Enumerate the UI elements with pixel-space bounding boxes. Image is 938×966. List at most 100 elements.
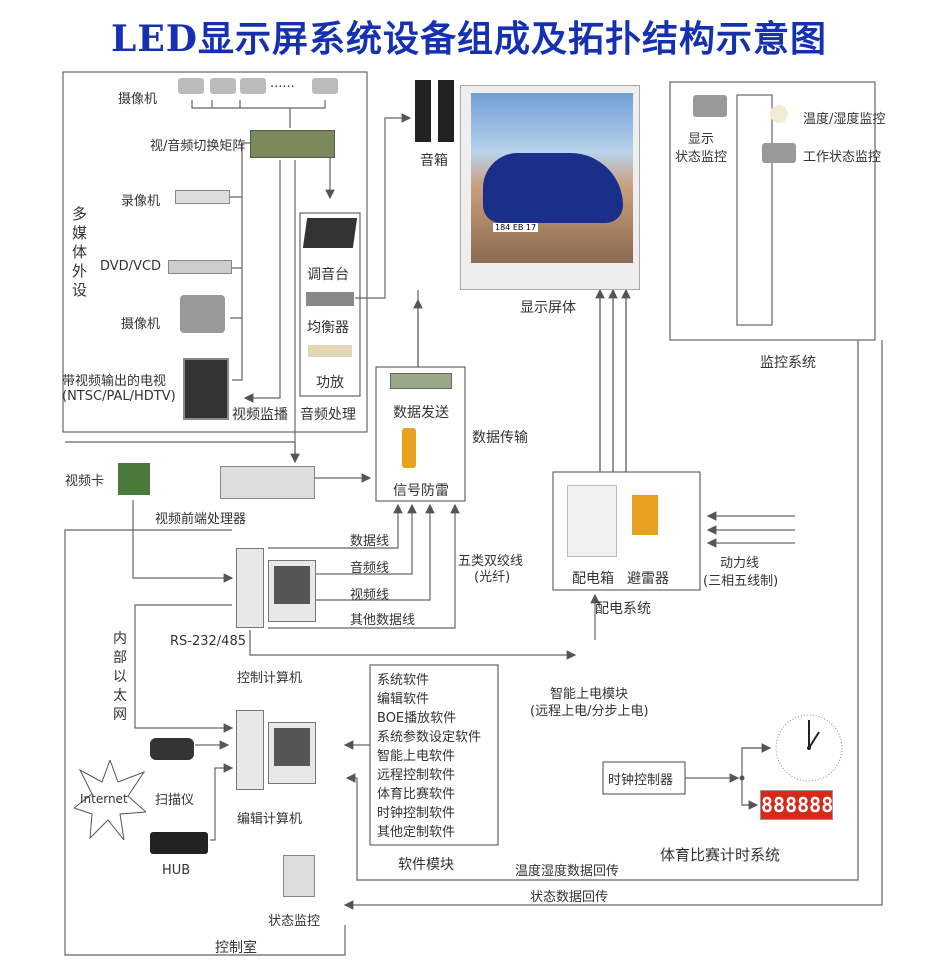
video-processor-label: 视频前端处理器 [155, 512, 247, 527]
software-module-label: 软件模块 [398, 857, 454, 873]
rs232-label: RS-232/485 [170, 634, 246, 649]
timer-display: 888888 [760, 790, 833, 820]
distribution-box-device [567, 485, 617, 557]
dvd-label: DVD/VCD [100, 259, 162, 274]
edit-pc-monitor [268, 722, 316, 784]
speaker-icon [415, 80, 431, 142]
vcr-label: 录像机 [121, 194, 161, 209]
software-item: 体育比赛软件 [377, 787, 456, 802]
matrix-label: 视/音频切换矩阵 [150, 139, 246, 154]
led-screen: 184 EB 17 [460, 85, 640, 290]
software-item: 远程控制软件 [377, 768, 456, 783]
fiber-label: (光纤) [474, 570, 511, 585]
status-monitor-label: 状态监控 [268, 914, 321, 929]
audio-processing-label: 音频处理 [300, 407, 356, 423]
ellipsis: ······ [270, 80, 295, 95]
video-monitor-label: 视频监播 [232, 407, 288, 423]
temp-humidity-label: 温度/湿度监控 [803, 112, 886, 127]
amplifier-label: 功放 [316, 375, 344, 391]
status-monitor-device [283, 855, 315, 897]
control-room-label: 控制室 [215, 940, 257, 956]
arrester-device [632, 495, 658, 535]
dvd-device [168, 260, 232, 274]
security-camera-icon [240, 78, 266, 94]
mixer-label: 调音台 [307, 267, 349, 283]
amplifier-device [308, 345, 352, 357]
equalizer-label: 均衡器 [307, 320, 349, 336]
display-status-label-2: 状态监控 [675, 150, 728, 165]
video-processor-device [220, 466, 315, 499]
software-item: 智能上电软件 [377, 749, 456, 764]
software-list: 系统软件 编辑软件 BOE播放软件 系统参数设定软件 智能上电软件 远程控制软件… [377, 671, 481, 842]
distribution-box-label: 配电箱 [572, 571, 614, 587]
scanner-device [150, 738, 194, 760]
control-pc-monitor [268, 560, 316, 622]
work-status-label: 工作状态监控 [803, 150, 882, 165]
smart-power-note: (远程上电/分步上电) [530, 704, 649, 719]
surge-protector-device [402, 428, 416, 468]
scanner-label: 扫描仪 [155, 793, 195, 808]
software-item: 系统参数设定软件 [377, 730, 482, 745]
data-send-label: 数据发送 [393, 405, 449, 421]
software-item: 编辑软件 [377, 692, 430, 707]
clock-icon [773, 712, 845, 784]
camera-icon [693, 95, 727, 117]
power-line-label: 动力线 [720, 556, 760, 571]
tv-formats: (NTSC/PAL/HDTV) [62, 389, 176, 404]
control-pc-tower [236, 548, 264, 628]
mixer-device [302, 218, 358, 248]
internet-label: Internet [80, 792, 128, 806]
edit-pc-tower [236, 710, 264, 790]
tv-label: 带视频输出的电视 [62, 374, 167, 389]
av-matrix-device [250, 130, 335, 158]
smart-power-label: 智能上电模块 [550, 687, 629, 702]
display-status-label-1: 显示 [688, 132, 715, 147]
hub-device [150, 832, 208, 854]
screen-image: 184 EB 17 [471, 93, 633, 263]
ethernet-label: 内部以太网 [113, 631, 127, 723]
transmission-label: 数据传输 [472, 430, 528, 446]
diagram-title: LED显示屏系统设备组成及拓扑结构示意图 [111, 18, 827, 60]
temp-feedback-label: 温度湿度数据回传 [515, 864, 620, 879]
power-line-note: (三相五线制) [703, 574, 779, 589]
timing-system-label: 体育比赛计时系统 [660, 846, 781, 864]
software-item: 时钟控制软件 [377, 806, 456, 821]
cat5-label: 五类双绞线 [458, 554, 524, 569]
status-feedback-label: 状态数据回传 [530, 890, 609, 905]
internet-cloud-icon: Internet [72, 758, 148, 842]
lightning-label: 信号防雷 [393, 483, 449, 499]
data-line-label: 数据线 [350, 534, 390, 549]
monitoring-system-label: 监控系统 [760, 355, 816, 371]
clock-controller-label: 时钟控制器 [608, 773, 674, 788]
video-card-device [118, 463, 150, 495]
sensor-icon [770, 105, 788, 123]
security-camera-icon [178, 78, 204, 94]
equalizer-device [306, 292, 354, 306]
screen-label: 显示屏体 [520, 300, 576, 316]
software-item: 其他定制软件 [377, 825, 456, 840]
vcr-device [175, 190, 230, 204]
speaker-icon [438, 80, 454, 142]
camcorder-device [180, 295, 225, 333]
car-image [483, 153, 623, 223]
camera-label: 摄像机 [118, 92, 158, 107]
license-plate: 184 EB 17 [493, 223, 539, 232]
video-line-label: 视频线 [350, 588, 390, 603]
security-camera-icon [210, 78, 236, 94]
other-line-label: 其他数据线 [350, 613, 416, 628]
video-card-label: 视频卡 [65, 474, 105, 489]
audio-line-label: 音频线 [350, 561, 390, 576]
software-item: BOE播放软件 [377, 711, 457, 726]
power-system-label: 配电系统 [595, 601, 651, 617]
camera-icon [762, 143, 796, 163]
software-item: 系统软件 [377, 673, 430, 688]
speakers-label: 音箱 [420, 153, 448, 169]
security-camera-icon [312, 78, 338, 94]
multimedia-group-label: 多媒体外设 [72, 205, 88, 299]
data-sender-device [390, 373, 452, 389]
edit-pc-label: 编辑计算机 [237, 812, 303, 827]
hub-label: HUB [162, 863, 191, 878]
control-pc-label: 控制计算机 [237, 671, 303, 686]
camcorder-label: 摄像机 [121, 317, 161, 332]
